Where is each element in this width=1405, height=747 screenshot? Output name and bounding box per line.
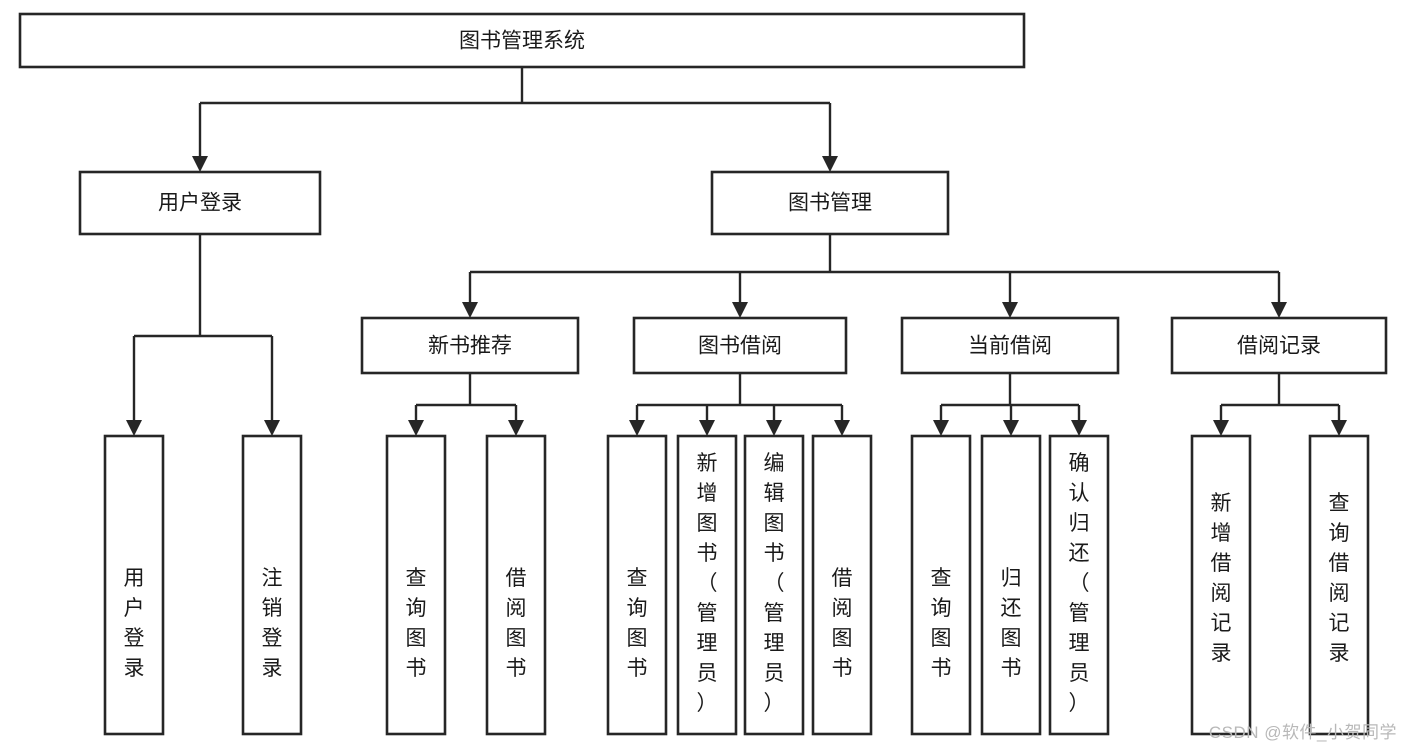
edge-newbook-to-leaves bbox=[408, 373, 524, 436]
csdn-watermark: CSDN @软件_小贺同学 bbox=[1208, 723, 1397, 742]
leaf-bw-add-book-admin[interactable]: 新增图书（管理员） bbox=[676, 434, 738, 736]
leaf-cb-return-book-box[interactable] bbox=[980, 434, 1042, 736]
leaf-cb-confirm-return-admin[interactable]: 确认归还（管理员） bbox=[1048, 434, 1110, 736]
node-book-management[interactable]: 图书管理 bbox=[710, 170, 950, 236]
leaf-nb-borrow-book-box[interactable] bbox=[485, 434, 547, 736]
leaf-cb-query-book-box[interactable] bbox=[910, 434, 972, 736]
leaf-cb-confirm-return-admin-box[interactable] bbox=[1048, 434, 1110, 736]
leaf-rc-query-record-box[interactable] bbox=[1308, 434, 1370, 736]
leaf-bw-borrow-book[interactable]: 借阅图书 bbox=[811, 434, 873, 736]
leaf-bw-query-book-label: 查询图书 bbox=[627, 567, 648, 680]
borrow-record-box[interactable] bbox=[1170, 316, 1388, 375]
edge-borrow-to-leaves bbox=[629, 373, 850, 436]
node-book-borrow[interactable]: 图书借阅 bbox=[632, 316, 848, 375]
arrowhead-bw-borrow bbox=[834, 420, 850, 436]
arrowhead-leaf-logout bbox=[264, 420, 280, 436]
leaf-user-login-box[interactable] bbox=[103, 434, 165, 736]
borrow-record-label: 借阅记录 bbox=[1237, 335, 1321, 358]
leaf-nb-query-book[interactable]: 查询图书 bbox=[385, 434, 447, 736]
current-borrow-label: 当前借阅 bbox=[968, 335, 1052, 358]
user-login-box[interactable] bbox=[78, 170, 322, 236]
arrowhead-bw-query bbox=[629, 420, 645, 436]
node-borrow-record[interactable]: 借阅记录 bbox=[1170, 316, 1388, 375]
arrowhead-book-mgmt bbox=[822, 156, 838, 172]
leaf-bw-borrow-book-box[interactable] bbox=[811, 434, 873, 736]
new-book-recommend-label: 新书推荐 bbox=[428, 335, 512, 358]
arrowhead-rc-query bbox=[1331, 420, 1347, 436]
edge-userlogin-to-leaves bbox=[126, 234, 280, 436]
root-box[interactable] bbox=[18, 12, 1026, 69]
node-root-system[interactable]: 图书管理系统 bbox=[18, 12, 1026, 69]
leaf-cb-query-book[interactable]: 查询图书 bbox=[910, 434, 972, 736]
arrowhead-borrow bbox=[732, 302, 748, 318]
leaf-user-login-label: 用户登录 bbox=[124, 567, 145, 680]
leaf-logout-box[interactable] bbox=[241, 434, 303, 736]
leaf-logout-label: 注销登录 bbox=[262, 567, 283, 680]
arrowhead-leaf-userlogin bbox=[126, 420, 142, 436]
leaf-cb-return-book[interactable]: 归还图书 bbox=[980, 434, 1042, 736]
leaf-rc-query-record-label: 查询借阅记录 bbox=[1329, 492, 1350, 665]
root-label: 图书管理系统 bbox=[459, 30, 585, 53]
leaf-nb-borrow-book[interactable]: 借阅图书 bbox=[485, 434, 547, 736]
leaf-bw-edit-book-admin-label: 编辑图书（管理员） bbox=[764, 452, 785, 715]
leaf-rc-add-record[interactable]: 新增借阅记录 bbox=[1190, 434, 1252, 736]
book-management-box[interactable] bbox=[710, 170, 950, 236]
arrowhead-cb-return bbox=[1003, 420, 1019, 436]
leaf-nb-query-book-label: 查询图书 bbox=[406, 567, 427, 680]
book-borrow-label: 图书借阅 bbox=[698, 335, 782, 358]
leaf-bw-add-book-admin-label: 新增图书（管理员） bbox=[697, 452, 718, 715]
user-login-label: 用户登录 bbox=[158, 192, 242, 215]
arrowhead-record bbox=[1271, 302, 1287, 318]
node-user-login[interactable]: 用户登录 bbox=[78, 170, 322, 236]
leaf-rc-query-record[interactable]: 查询借阅记录 bbox=[1308, 434, 1370, 736]
arrowhead-cb-confirm bbox=[1071, 420, 1087, 436]
leaf-logout[interactable]: 注销登录 bbox=[241, 434, 303, 736]
leaf-nb-borrow-book-label: 借阅图书 bbox=[506, 567, 527, 680]
arrowhead-newbook bbox=[462, 302, 478, 318]
edge-bookmgmt-to-level3 bbox=[462, 234, 1287, 318]
leaf-cb-query-book-label: 查询图书 bbox=[931, 567, 952, 680]
arrowhead-cb-query bbox=[933, 420, 949, 436]
arrowhead-bw-add bbox=[699, 420, 715, 436]
leaf-user-login[interactable]: 用户登录 bbox=[103, 434, 165, 736]
book-borrow-box[interactable] bbox=[632, 316, 848, 375]
leaf-bw-edit-book-admin[interactable]: 编辑图书（管理员） bbox=[743, 434, 805, 736]
node-new-book-recommend[interactable]: 新书推荐 bbox=[360, 316, 580, 375]
arrowhead-user-login bbox=[192, 156, 208, 172]
connector-layer bbox=[126, 67, 1347, 436]
leaf-rc-add-record-box[interactable] bbox=[1190, 434, 1252, 736]
leaf-bw-edit-book-admin-box[interactable] bbox=[743, 434, 805, 736]
leaf-bw-add-book-admin-box[interactable] bbox=[676, 434, 738, 736]
new-book-recommend-box[interactable] bbox=[360, 316, 580, 375]
leaf-cb-return-book-label: 归还图书 bbox=[1001, 567, 1022, 680]
edge-current-to-leaves bbox=[933, 373, 1087, 436]
leaf-bw-borrow-book-label: 借阅图书 bbox=[832, 567, 853, 680]
edge-record-to-leaves bbox=[1213, 373, 1347, 436]
leaf-bw-query-book-box[interactable] bbox=[606, 434, 668, 736]
current-borrow-box[interactable] bbox=[900, 316, 1120, 375]
arrowhead-bw-edit bbox=[766, 420, 782, 436]
node-current-borrow[interactable]: 当前借阅 bbox=[900, 316, 1120, 375]
leaf-bw-query-book[interactable]: 查询图书 bbox=[606, 434, 668, 736]
book-management-label: 图书管理 bbox=[788, 192, 872, 215]
arrowhead-rc-add bbox=[1213, 420, 1229, 436]
leaf-rc-add-record-label: 新增借阅记录 bbox=[1211, 492, 1232, 665]
edge-root-to-level2 bbox=[192, 67, 838, 172]
arrowhead-nb-borrow bbox=[508, 420, 524, 436]
arrowhead-current bbox=[1002, 302, 1018, 318]
leaf-nb-query-book-box[interactable] bbox=[385, 434, 447, 736]
arrowhead-nb-query bbox=[408, 420, 424, 436]
leaf-layer: 用户登录 注销登录 查询图书 借阅图书 查询图书 新增图书（管理员） bbox=[103, 434, 1370, 736]
leaf-cb-confirm-return-admin-label: 确认归还（管理员） bbox=[1069, 452, 1090, 715]
